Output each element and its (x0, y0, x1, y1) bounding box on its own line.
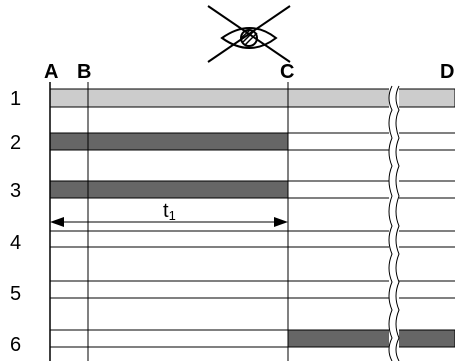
row-label-1: 1 (10, 88, 21, 110)
row-label-3: 3 (10, 180, 21, 202)
time-break-marks (388, 84, 400, 361)
column-label-b: B (77, 61, 91, 83)
interval-arrow-t1: t1 (50, 200, 288, 227)
row-label-4: 4 (10, 232, 21, 254)
row-4-band (50, 230, 455, 248)
row-label-2: 2 (10, 132, 21, 154)
column-label-d: D (440, 61, 454, 83)
interval-label-sub: 1 (169, 208, 176, 223)
row-label-6: 6 (10, 334, 21, 356)
column-label-a: A (44, 61, 58, 83)
row-3-band (49, 180, 455, 199)
column-label-c: C (280, 61, 294, 83)
crossed-out-eye-icon (207, 5, 291, 63)
row-label-5: 5 (10, 283, 21, 305)
interval-label: t (163, 200, 169, 222)
row-5-band (50, 280, 455, 299)
svg-text:t1: t1 (163, 200, 176, 223)
row-6-band (50, 329, 455, 348)
